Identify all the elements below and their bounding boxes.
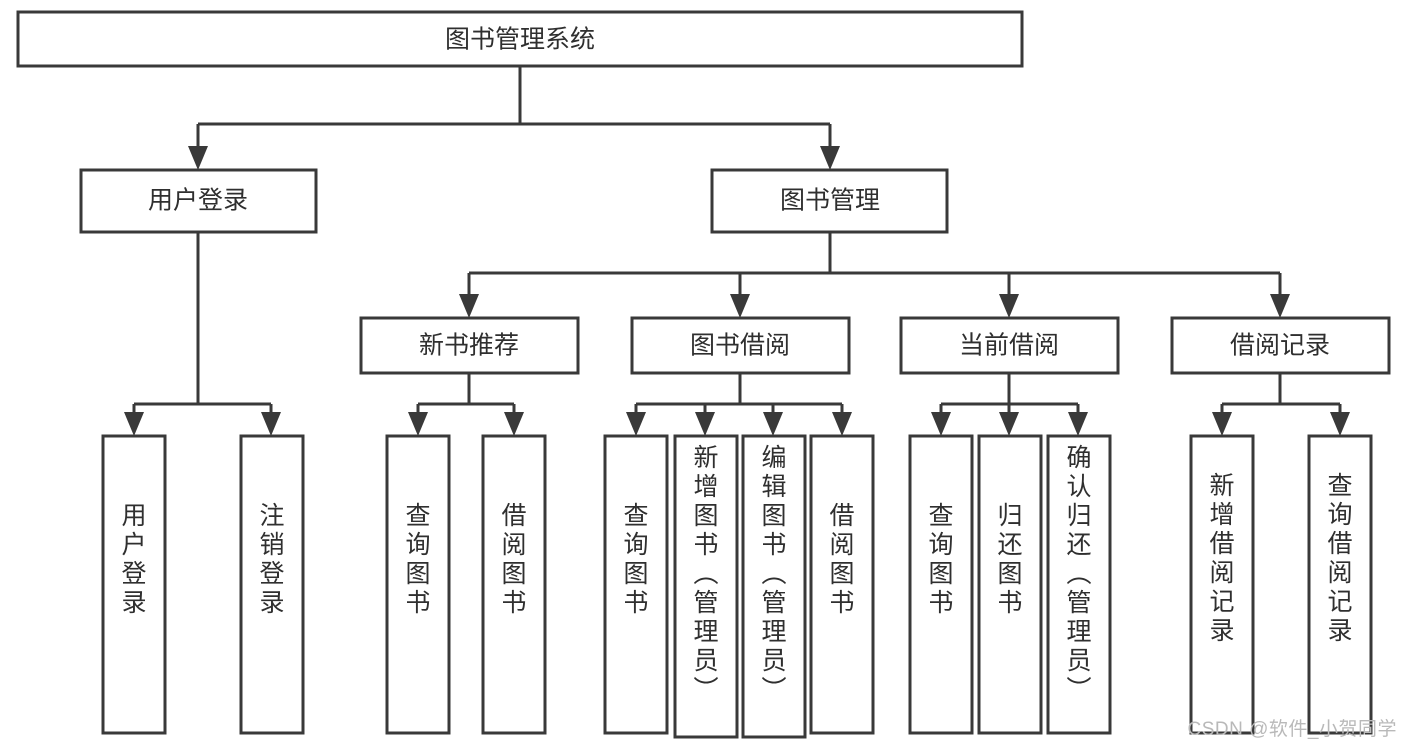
node-new-book-rec[interactable]: 新书推荐 [359,316,580,375]
node-box-new-book-rec[interactable] [359,316,580,375]
arrow-head-icon [730,294,750,318]
node-label-leaf-user-logout: 注销登录 [259,502,284,617]
node-box-leaf-edit-book[interactable] [741,434,807,739]
node-label-book-manage: 图书管理 [780,187,880,215]
node-book-borrow[interactable]: 图书借阅 [630,316,851,375]
node-box-leaf-query-book-2[interactable] [603,434,669,735]
node-label-leaf-return-book: 归还图书 [997,502,1022,617]
node-box-leaf-user-logout[interactable] [239,434,305,735]
arrow-head-icon [504,412,524,436]
node-leaf-query-record[interactable]: 查询借阅记录 [1307,434,1373,735]
node-box-leaf-add-record[interactable] [1189,434,1255,735]
node-leaf-return-book[interactable]: 归还图书 [977,434,1043,735]
node-label-book-borrow: 图书借阅 [690,332,790,360]
arrow-head-icon [1270,294,1290,318]
node-current-borrow[interactable]: 当前借阅 [899,316,1120,375]
node-box-leaf-borrow-book-1[interactable] [481,434,547,735]
node-label-leaf-query-record: 查询借阅记录 [1327,472,1352,645]
arrow-head-icon [1330,412,1350,436]
node-box-current-borrow[interactable] [899,316,1120,375]
connector-borrowrecord-to-leaves [1212,373,1350,436]
node-box-leaf-query-book-3[interactable] [908,434,974,735]
arrow-head-icon [695,412,715,436]
node-user-login[interactable]: 用户登录 [79,168,318,234]
node-book-manage[interactable]: 图书管理 [710,168,949,234]
node-box-leaf-add-book[interactable] [673,434,739,739]
node-box-leaf-user-login[interactable] [101,434,167,735]
arrow-head-icon [459,294,479,318]
arrow-head-icon [763,412,783,436]
node-leaf-query-book-3[interactable]: 查询图书 [908,434,974,735]
arrow-head-icon [820,146,840,170]
arrow-head-icon [832,412,852,436]
node-label-new-book-rec: 新书推荐 [419,332,519,360]
arrow-head-icon [124,412,144,436]
arrow-head-icon [931,412,951,436]
node-leaf-user-login[interactable]: 用户登录 [101,434,167,735]
node-box-leaf-confirm-return[interactable] [1046,434,1112,735]
node-box-leaf-query-record[interactable] [1307,434,1373,735]
node-box-leaf-query-book-1[interactable] [385,434,451,735]
node-leaf-edit-book[interactable]: 编辑图书︵管理员︶ [741,434,807,739]
node-label-leaf-query-book-2: 查询图书 [623,502,648,617]
node-box-book-manage[interactable] [710,168,949,234]
arrow-head-icon [999,294,1019,318]
connector-currentborrow-to-leaves [931,373,1088,436]
arrow-head-icon [261,412,281,436]
node-box-borrow-record[interactable] [1170,316,1391,375]
node-leaf-add-record[interactable]: 新增借阅记录 [1189,434,1255,735]
node-label-leaf-borrow-book-2: 借阅图书 [829,502,854,617]
node-box-user-login[interactable] [79,168,318,234]
arrow-head-icon [188,146,208,170]
node-leaf-borrow-book-2[interactable]: 借阅图书 [809,434,875,735]
node-label-leaf-add-record: 新增借阅记录 [1209,472,1234,645]
node-leaf-query-book-1[interactable]: 查询图书 [385,434,451,735]
node-root-system[interactable]: 图书管理系统 [16,10,1024,68]
node-label-leaf-query-book-3: 查询图书 [928,502,953,617]
node-label-borrow-record: 借阅记录 [1230,332,1330,360]
arrow-head-icon [1212,412,1232,436]
node-leaf-borrow-book-1[interactable]: 借阅图书 [481,434,547,735]
connector-newbookrec-to-leaves [408,373,524,436]
arrow-head-icon [408,412,428,436]
node-leaf-query-book-2[interactable]: 查询图书 [603,434,669,735]
arrow-head-icon [999,412,1019,436]
node-box-leaf-return-book[interactable] [977,434,1043,735]
connector-userlogin-to-leaves [124,232,281,436]
node-leaf-add-book[interactable]: 新增图书︵管理员︶ [673,434,739,739]
arrow-head-icon [626,412,646,436]
node-label-leaf-borrow-book-1: 借阅图书 [501,502,526,617]
node-label-root: 图书管理系统 [445,26,595,54]
node-leaf-user-logout[interactable]: 注销登录 [239,434,305,735]
connector-bookborrow-to-leaves [626,373,852,436]
node-label-leaf-user-login: 用户登录 [121,502,146,617]
node-box-leaf-borrow-book-2[interactable] [809,434,875,735]
node-label-leaf-query-book-1: 查询图书 [405,502,430,617]
node-label-current-borrow: 当前借阅 [959,332,1059,360]
node-label-leaf-edit-book: 编辑图书︵管理员︶ [761,444,786,704]
node-box-book-borrow[interactable] [630,316,851,375]
node-label-leaf-confirm-return: 确认归还︵管理员︶ [1066,444,1091,704]
node-borrow-record[interactable]: 借阅记录 [1170,316,1391,375]
node-label-user-login: 用户登录 [148,187,248,215]
arrow-head-icon [1068,412,1088,436]
node-leaf-confirm-return[interactable]: 确认归还︵管理员︶ [1046,434,1112,735]
connector-root-to-level2 [188,66,840,170]
node-box-root[interactable] [16,10,1024,68]
node-label-leaf-add-book: 新增图书︵管理员︶ [693,444,718,704]
connector-bookmanage-to-level3 [459,232,1290,318]
